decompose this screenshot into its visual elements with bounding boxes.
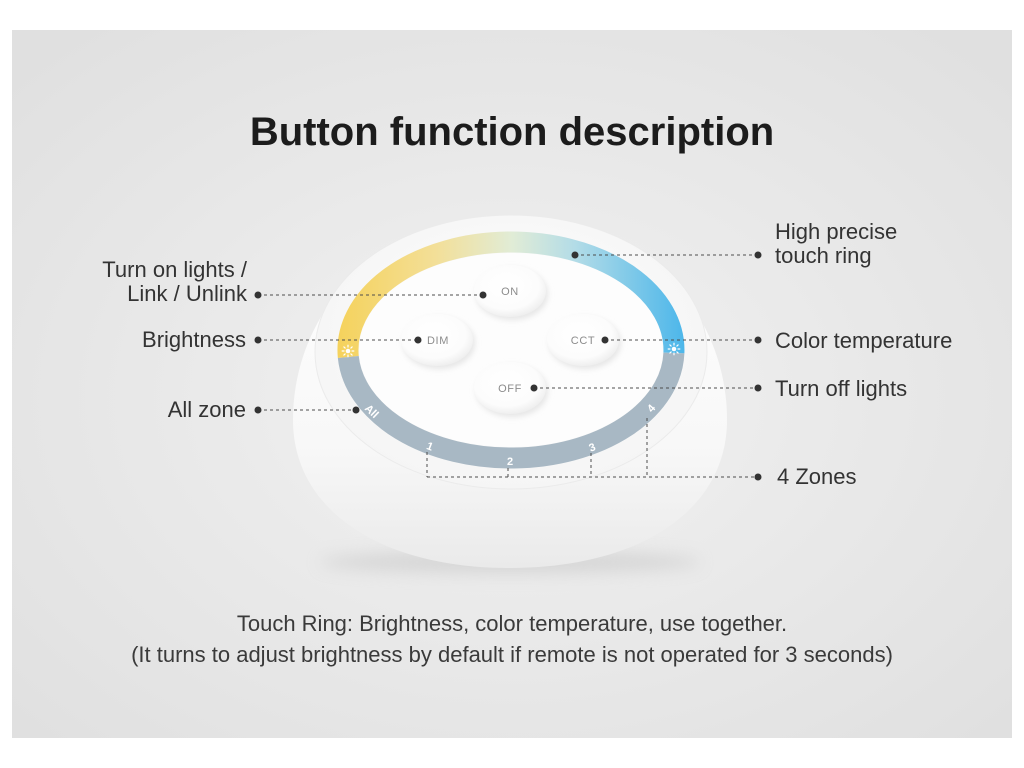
- callout-zones-leader: [426, 418, 758, 478]
- callout-all-zone: All zone: [168, 397, 360, 422]
- callout-brightness-label: Brightness: [142, 327, 246, 352]
- page-title: Button function description: [250, 110, 774, 154]
- sun-icon: [667, 342, 681, 356]
- callout-turn-off: Turn off lights: [530, 376, 907, 401]
- callout-turn-on-label-line2: Link / Unlink: [127, 281, 248, 306]
- callout-turn-on-label-line1: Turn on lights /: [102, 257, 248, 282]
- callout-color-temperature-target-dot: [601, 336, 609, 344]
- sun-icon: [341, 344, 355, 358]
- remote-controller: All 1 2 3 4 DIM CCT ON: [293, 214, 727, 574]
- callout-zones-dot: [754, 473, 762, 481]
- callout-all-zone-label: All zone: [168, 397, 246, 422]
- footer-note-line2: (It turns to adjust brightness by defaul…: [131, 642, 893, 667]
- cct-button-surface: [547, 314, 619, 366]
- callout-touch-ring: High precise touch ring: [571, 219, 897, 268]
- callout-touch-ring-label-line2: touch ring: [775, 243, 872, 268]
- callout-touch-ring-target-dot: [571, 251, 579, 259]
- callout-turn-off-dot: [754, 384, 762, 392]
- cct-button: CCT: [547, 314, 621, 369]
- zone-label-3: 3: [587, 441, 597, 454]
- touch-ring-zone-arc: [337, 352, 685, 469]
- footer-note-line1: Touch Ring: Brightness, color temperatur…: [237, 611, 787, 636]
- callout-turn-on: Turn on lights / Link / Unlink: [102, 257, 487, 306]
- off-button-surface: [474, 362, 546, 414]
- dim-button-surface: [401, 314, 473, 366]
- callout-touch-ring-dot: [754, 251, 762, 259]
- off-button: OFF: [474, 362, 548, 417]
- callout-brightness: Brightness: [142, 327, 422, 352]
- callout-brightness-target-dot: [414, 336, 422, 344]
- on-button-surface: [474, 265, 546, 317]
- callout-turn-on-target-dot: [479, 291, 487, 299]
- callout-color-temperature-label: Color temperature: [775, 328, 952, 353]
- remote-inner-disc: [359, 253, 663, 447]
- dim-button-label: DIM: [427, 335, 449, 347]
- callout-zones-label: 4 Zones: [777, 464, 857, 489]
- callout-turn-on-dot: [254, 291, 262, 299]
- off-button-label: OFF: [498, 383, 522, 395]
- zone-label-1: 1: [425, 440, 435, 453]
- dim-button: DIM: [401, 314, 475, 369]
- callout-turn-off-label: Turn off lights: [775, 376, 907, 401]
- callout-zones: 4 Zones: [426, 418, 857, 489]
- zone-label-2: 2: [507, 456, 513, 468]
- callout-turn-off-target-dot: [530, 384, 538, 392]
- on-button: ON: [474, 265, 548, 320]
- callout-brightness-dot: [254, 336, 262, 344]
- touch-ring-color-arc: [337, 231, 685, 358]
- cct-button-label: CCT: [571, 335, 595, 347]
- callout-color-temperature-dot: [754, 336, 762, 344]
- callout-all-zone-dot: [254, 406, 262, 414]
- on-button-label: ON: [501, 286, 519, 298]
- callout-all-zone-target-dot: [352, 406, 360, 414]
- callout-color-temperature: Color temperature: [601, 328, 952, 353]
- callout-touch-ring-label-line1: High precise: [775, 219, 897, 244]
